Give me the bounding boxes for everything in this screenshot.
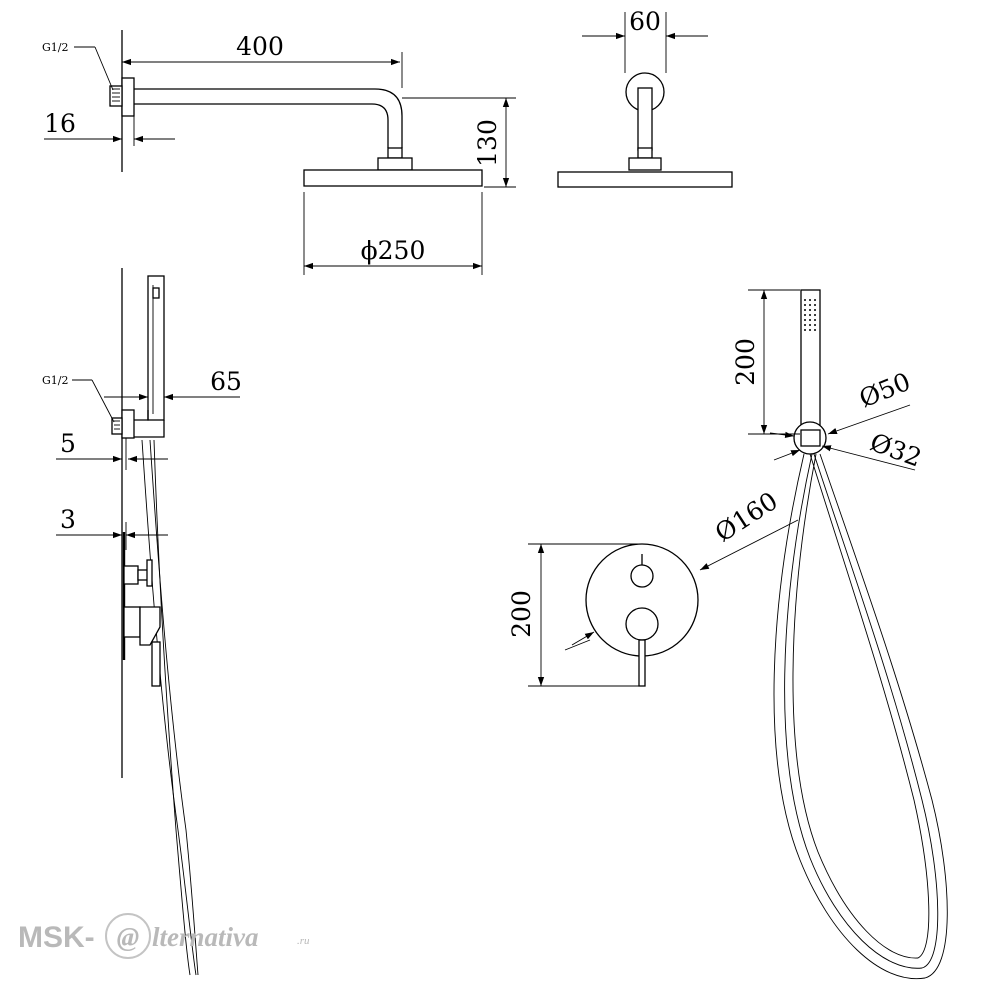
mixer-lever-front: [638, 639, 646, 687]
dim-arm-length: 400: [236, 32, 284, 61]
handshower-side: [147, 275, 165, 421]
diverter-base: [123, 565, 139, 585]
dim-wall-depth-top: 16: [44, 109, 76, 138]
watermark-suffix: lternativa: [152, 922, 259, 952]
shower-head-front: [557, 171, 733, 188]
mixer-body-side: [123, 606, 141, 638]
shower-arm-front-view: 60: [557, 7, 733, 188]
dim-side-width: 60: [629, 7, 661, 36]
hose-side: [141, 439, 197, 976]
watermark-logo-letter: @: [117, 922, 139, 952]
dim-handshower-head-inner: Ø32: [866, 427, 925, 472]
dim-handshower-length: 200: [731, 338, 760, 386]
mixer-lever-side: [151, 641, 161, 687]
handshower-front-view: 200 Ø50 Ø32: [731, 289, 948, 980]
spray-nozzles: [804, 299, 816, 331]
dim-mixer-plate-diameter: Ø160: [710, 486, 783, 547]
watermark-logo-icon: [105, 913, 151, 959]
arm-nut: [387, 147, 403, 159]
wall-holder-side: [134, 410, 165, 438]
shower-arm-side-view: 400 130 16 G1/2 ϕ250: [42, 30, 516, 275]
holder-flange: [121, 409, 135, 439]
dim-holder-offset: 65: [210, 367, 242, 396]
diverter-knob-front: [630, 564, 654, 588]
shower-arm-pipe: [134, 88, 403, 148]
handshower-front: [800, 289, 821, 435]
dim-mixer-depth: 3: [60, 505, 76, 534]
thread-connector-middle: [111, 417, 123, 435]
dim-head-diameter: ϕ250: [361, 236, 426, 265]
thread-label-middle: G1/2: [42, 374, 69, 387]
handshower-mixer-side-view: 65 5 3 G1/2: [42, 268, 242, 976]
arm-front: [637, 87, 653, 151]
dim-holder-depth: 5: [60, 429, 76, 458]
watermark: MSK- @ lternativa .ru: [18, 913, 310, 959]
dim-drop-height: 130: [473, 119, 502, 167]
mixer-front-view: 200 Ø160: [507, 486, 799, 687]
diverter-knob-side: [146, 559, 153, 587]
watermark-tld: .ru: [297, 935, 310, 947]
watermark-brand: MSK-: [18, 921, 95, 954]
shower-head-side: [303, 169, 483, 187]
dim-mixer-height: 200: [507, 590, 536, 638]
mixer-cartridge-front: [625, 607, 659, 641]
hose-loop: [773, 453, 948, 980]
thread-label-top: G1/2: [42, 41, 69, 54]
wall-flange: [121, 77, 135, 117]
